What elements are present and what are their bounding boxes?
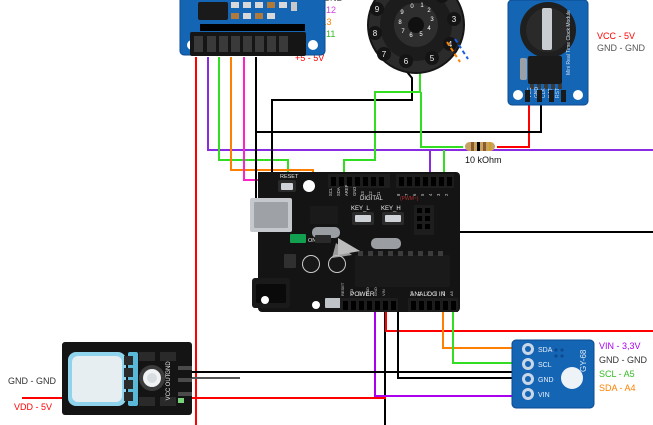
svg-text:8: 8 xyxy=(373,29,378,38)
svg-text:7: 7 xyxy=(401,29,405,35)
svg-text:8: 8 xyxy=(398,20,402,26)
sd-cs-wire xyxy=(207,57,653,151)
svg-text:8: 8 xyxy=(396,193,401,196)
rtc-red-wire xyxy=(497,100,530,148)
svg-text:A0: A0 xyxy=(409,290,414,296)
res-green-wire xyxy=(420,92,463,148)
svg-text:3: 3 xyxy=(452,15,457,24)
svg-text:RESET: RESET xyxy=(340,282,345,296)
dial-green-wire xyxy=(343,66,421,172)
svg-text:2: 2 xyxy=(427,8,431,14)
svg-text:7: 7 xyxy=(382,50,387,59)
rtc-module[interactable]: Mini Real Time Clock Module VCCGND CLKDA… xyxy=(507,0,589,106)
svg-text:7: 7 xyxy=(404,193,409,196)
svg-text:11: 11 xyxy=(376,191,381,196)
svg-text:5: 5 xyxy=(419,32,423,38)
svg-text:A4: A4 xyxy=(441,290,446,296)
svg-text:6: 6 xyxy=(412,193,417,196)
svg-text:A3: A3 xyxy=(433,290,438,296)
svg-text:3V3: 3V3 xyxy=(349,288,354,296)
svg-text:9: 9 xyxy=(400,10,404,16)
svg-text:GND: GND xyxy=(166,361,172,375)
svg-text:GND: GND xyxy=(352,187,357,196)
svg-text:KEY_H: KEY_H xyxy=(381,206,401,212)
svg-text:6: 6 xyxy=(404,57,409,66)
svg-text:A5: A5 xyxy=(449,290,454,296)
resistor-label: 10 kOhm xyxy=(465,155,502,165)
svg-text:POWER: POWER xyxy=(350,291,375,298)
annotation-rtc-vcc: VCC - 5V xyxy=(597,31,636,41)
annotation-sd-5v: +5 - 5V xyxy=(295,53,325,63)
svg-text:ON: ON xyxy=(308,238,316,244)
svg-text:AREF: AREF xyxy=(344,184,349,196)
svg-text:4: 4 xyxy=(448,40,453,49)
svg-text:0: 0 xyxy=(410,4,414,10)
svg-text:RST: RST xyxy=(555,88,561,98)
svg-text:5V: 5V xyxy=(357,291,362,296)
svg-text:13: 13 xyxy=(360,191,365,196)
on-led xyxy=(290,234,306,243)
svg-text:VIN: VIN xyxy=(381,289,386,296)
svg-text:3: 3 xyxy=(436,193,441,196)
svg-text:SDA: SDA xyxy=(336,187,341,196)
svg-text:OUT: OUT xyxy=(166,373,172,386)
microcontroller xyxy=(355,255,450,287)
svg-text:RESET: RESET xyxy=(280,174,299,180)
svg-text:6: 6 xyxy=(409,33,413,39)
svg-text:(PWM~): (PWM~) xyxy=(400,196,419,202)
svg-text:2: 2 xyxy=(444,193,449,196)
gy68-module[interactable]: SDA SCL GND VIN GY-68 xyxy=(511,339,595,409)
pwr-red-wire xyxy=(385,310,653,332)
svg-text:4: 4 xyxy=(428,193,433,196)
annotation-touch-gnd: GND - GND xyxy=(8,376,56,386)
touch-sensor-module[interactable]: GND OUT VCC xyxy=(62,342,192,415)
svg-text:2: 2 xyxy=(440,0,445,1)
svg-text:SDA: SDA xyxy=(538,347,553,354)
svg-text:1: 1 xyxy=(420,3,424,9)
svg-text:GND: GND xyxy=(538,377,554,384)
rotary-dial[interactable]: 12 34 56 78 90 123 456 789 0 xyxy=(367,0,469,74)
annotation-gy-vin: VIN - 3,3V xyxy=(599,341,641,351)
crystal-2 xyxy=(371,238,401,249)
svg-text:A2: A2 xyxy=(425,290,430,296)
annotation-touch-vdd: VDD - 5V xyxy=(14,402,53,412)
svg-text:SCL: SCL xyxy=(328,187,333,196)
svg-text:5: 5 xyxy=(430,54,435,63)
annotation-gy-gnd: GND - GND xyxy=(599,355,647,365)
svg-text:VCC: VCC xyxy=(166,387,172,400)
svg-text:3: 3 xyxy=(430,17,434,23)
svg-text:ANALOG IN: ANALOG IN xyxy=(410,291,446,298)
svg-text:A1: A1 xyxy=(417,290,422,296)
rtc-black-wire xyxy=(256,100,542,133)
arduino-uno-board[interactable]: RESET SCL SDA AREF GND 1 xyxy=(250,172,460,312)
svg-text:GY-68: GY-68 xyxy=(579,349,588,372)
annotation-gy-scl: SCL - A5 xyxy=(599,369,635,379)
svg-text:SCL: SCL xyxy=(538,362,552,369)
svg-text:GND: GND xyxy=(373,287,378,296)
svg-text:KEY_L: KEY_L xyxy=(351,206,370,212)
svg-text:4: 4 xyxy=(427,26,431,32)
annotation-rtc-gnd: GND - GND xyxy=(597,43,645,53)
svg-text:12: 12 xyxy=(368,191,373,196)
svg-text:VIN: VIN xyxy=(538,392,550,399)
svg-text:Mini Real Time Clock Module: Mini Real Time Clock Module xyxy=(566,10,572,75)
annotation-gy-sda: SDA - A4 xyxy=(599,383,636,393)
svg-text:DIGITAL: DIGITAL xyxy=(360,196,384,202)
svg-text:5: 5 xyxy=(420,193,425,196)
svg-text:CLK: CLK xyxy=(541,88,547,98)
sd-mosi-wire xyxy=(218,57,289,172)
resistor-10kohm xyxy=(465,142,495,151)
svg-text:9: 9 xyxy=(375,5,380,14)
sd-card-module[interactable] xyxy=(179,0,326,56)
svg-text:GND: GND xyxy=(365,287,370,296)
